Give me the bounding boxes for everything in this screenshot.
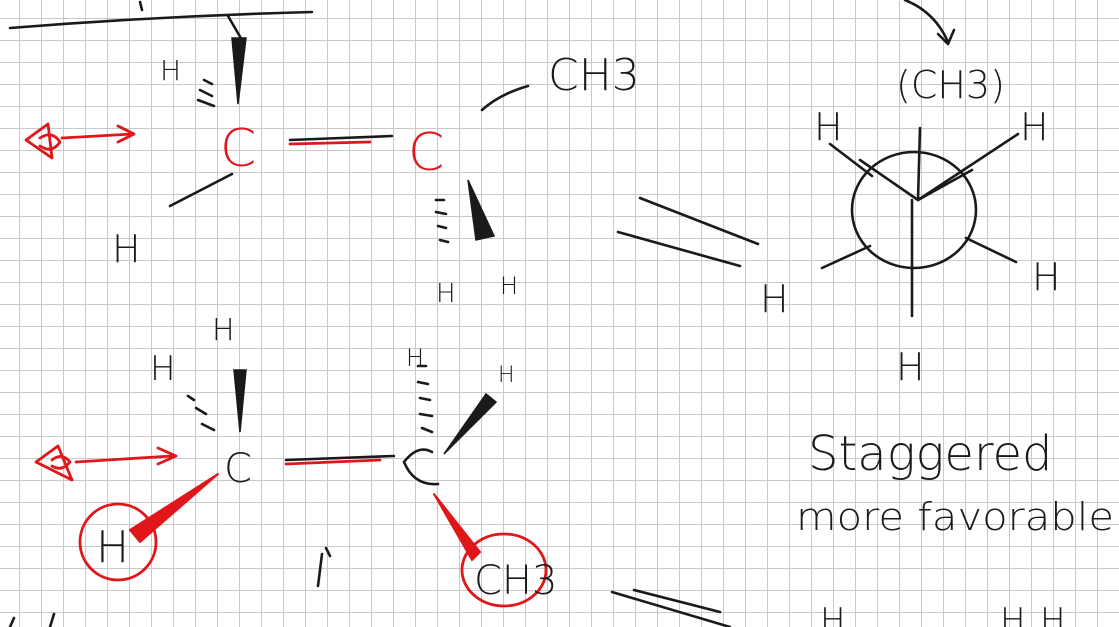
- label-carbon: C: [224, 446, 252, 492]
- label-ch3: CH3: [548, 50, 640, 101]
- label-h: H: [1000, 601, 1026, 627]
- wedge-bond-bottom-left: [233, 369, 247, 433]
- rear-bond-left-down: [820, 244, 872, 270]
- label-h: H: [1020, 105, 1049, 149]
- label-h: H: [150, 349, 176, 389]
- equiv-arrow-top-1: [638, 196, 760, 246]
- label-carbon: C: [408, 123, 444, 183]
- equiv-arrow-top-2: [616, 230, 742, 268]
- dash-bond-bottom-right: [416, 364, 434, 434]
- rear-bond-right-down: [964, 236, 1018, 264]
- label-h: H: [112, 227, 141, 271]
- wedge-bond-bottom-red: [129, 473, 219, 543]
- rear-bond-left-up: [828, 142, 874, 178]
- newman-circle: [850, 150, 978, 270]
- label-h: H: [760, 277, 789, 321]
- eye-icon: [34, 444, 74, 482]
- label-h: H: [820, 601, 846, 627]
- bottom-sawhorse: H H C H H H CH3: [34, 313, 557, 608]
- newman-projection: H (CH3) H H H H: [760, 63, 1061, 389]
- label-h: H: [96, 522, 129, 573]
- bond-top-ch3: [480, 84, 530, 112]
- stray-mark: [316, 546, 332, 588]
- dash-bond-top-right: [434, 198, 450, 244]
- label-ch3: (CH3): [896, 63, 1005, 107]
- top-tick: [138, 0, 144, 12]
- front-bond-right: [916, 132, 1020, 202]
- wedge-bond-to-ch3: [433, 493, 481, 561]
- label-h: H: [1032, 255, 1061, 299]
- view-arrow-head-top: [116, 124, 136, 144]
- label-ch3: CH3: [474, 558, 557, 604]
- bottom-right-c-curve: [402, 448, 440, 486]
- wedge-bond-top-left: [231, 37, 247, 105]
- label-h: H: [160, 54, 181, 87]
- label-h: H: [498, 363, 515, 388]
- view-arrow-head-bottom: [156, 446, 178, 466]
- circled-h: [78, 502, 158, 582]
- dash-bond-bottom-left: [186, 394, 216, 432]
- note-staggered: Staggered: [808, 426, 1053, 482]
- cc-bond-bottom: [284, 458, 382, 466]
- equiv-arrow-bottom-1: [610, 590, 732, 627]
- wedge-bond-bottom-right: [443, 392, 498, 455]
- front-bond-up: [916, 126, 922, 202]
- label-h: H: [500, 272, 518, 300]
- view-arrow-top: [60, 132, 134, 140]
- eye-icon: [24, 122, 62, 160]
- top-divider-line: [8, 10, 314, 30]
- view-arrow-bottom: [74, 454, 174, 464]
- label-h: H: [436, 279, 456, 309]
- arrow-head-newman: [936, 28, 956, 46]
- cc-bond-top: [288, 140, 372, 146]
- equiv-arrow-bottom-2: [632, 588, 722, 614]
- label-h: H: [896, 345, 925, 389]
- label-carbon: C: [220, 119, 256, 179]
- bond-top-left-h: [168, 172, 234, 208]
- arrow-to-newman-ch3: [903, 0, 950, 44]
- top-sawhorse: H C C H CH3 H H: [24, 14, 640, 309]
- label-h: H: [406, 344, 424, 372]
- label-h: H: [1040, 601, 1066, 627]
- note-more-favorable: more favorable: [796, 495, 1114, 539]
- circled-ch3: [460, 532, 548, 608]
- wedge-bond-top-right: [467, 179, 496, 241]
- label-h: H: [212, 313, 235, 348]
- label-h: H: [814, 105, 843, 149]
- dash-bond-top-left: [196, 78, 216, 108]
- bottom-cut-marks: [8, 612, 56, 627]
